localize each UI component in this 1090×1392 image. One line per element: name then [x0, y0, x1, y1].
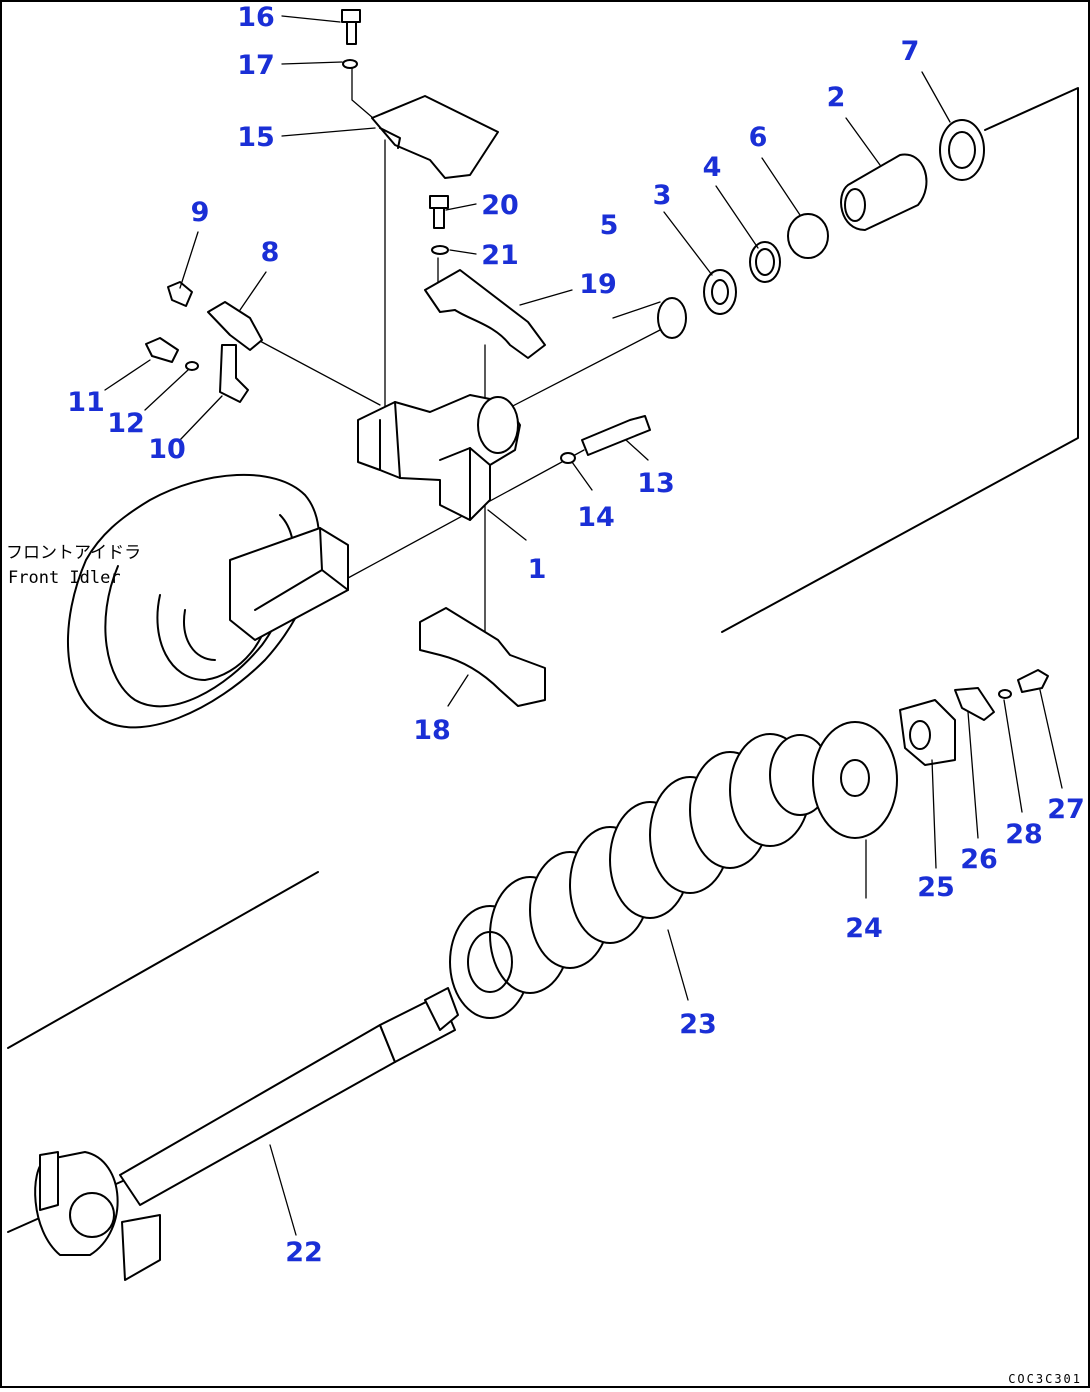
- recoil-spring: [449, 733, 831, 1019]
- washer-14: [560, 452, 576, 464]
- washer-21: [431, 245, 449, 255]
- grease-fitting-9: [167, 281, 193, 307]
- cover-plate: [371, 95, 499, 179]
- callout-12[interactable]: 12: [107, 408, 145, 439]
- callout-6[interactable]: 6: [749, 122, 768, 153]
- bolt-11: [145, 337, 179, 363]
- callout-8[interactable]: 8: [261, 237, 280, 268]
- label-english: Front Idler: [8, 568, 121, 588]
- bolt-13: [581, 415, 651, 456]
- callout-11[interactable]: 11: [67, 387, 105, 418]
- seal-3: [703, 269, 737, 315]
- callout-17[interactable]: 17: [237, 50, 275, 81]
- cap-18: [419, 607, 546, 707]
- callout-22[interactable]: 22: [285, 1237, 323, 1268]
- callout-5[interactable]: 5: [600, 210, 619, 241]
- bolt-20: [429, 195, 449, 229]
- callout-14[interactable]: 14: [577, 502, 615, 533]
- washer-28: [998, 689, 1012, 699]
- callout-1[interactable]: 1: [528, 554, 547, 585]
- callout-25[interactable]: 25: [917, 872, 955, 903]
- callout-9[interactable]: 9: [191, 197, 210, 228]
- snap-ring-5: [657, 297, 687, 339]
- washer-17: [342, 59, 358, 69]
- callout-21[interactable]: 21: [481, 240, 519, 271]
- label-japanese: フロントアイドラ: [6, 543, 141, 563]
- callout-27[interactable]: 27: [1047, 794, 1085, 825]
- front-idler-label: フロントアイドラ Front Idler: [6, 543, 141, 588]
- callout-7[interactable]: 7: [901, 36, 920, 67]
- callout-4[interactable]: 4: [703, 152, 722, 183]
- yoke-part: [357, 394, 521, 521]
- callout-19[interactable]: 19: [579, 269, 617, 300]
- cylinder-8: [207, 301, 263, 351]
- callout-28[interactable]: 28: [1005, 819, 1043, 850]
- callout-24[interactable]: 24: [845, 913, 883, 944]
- callout-10[interactable]: 10: [148, 434, 186, 465]
- cap-19: [424, 269, 546, 359]
- bracket-10: [219, 344, 249, 403]
- spring-seat-24: [812, 721, 898, 839]
- drawing-code: COC3C301: [1008, 1372, 1082, 1386]
- callout-23[interactable]: 23: [679, 1009, 717, 1040]
- recoil-cylinder-22: [7, 871, 459, 1281]
- callout-16[interactable]: 16: [237, 2, 275, 33]
- ring-7: [939, 119, 985, 181]
- bolt-16: [341, 9, 361, 45]
- washer-12: [185, 361, 199, 371]
- track-frame-outline: [721, 87, 1079, 633]
- lock-plate-26: [954, 687, 995, 721]
- callout-15[interactable]: 15: [237, 122, 275, 153]
- bolt-27: [1017, 669, 1049, 693]
- ring-4: [749, 241, 781, 283]
- callout-26[interactable]: 26: [960, 844, 998, 875]
- callout-18[interactable]: 18: [413, 715, 451, 746]
- bushing-6: [787, 213, 829, 259]
- callout-2[interactable]: 2: [827, 82, 846, 113]
- callout-labels: 16 17 15 20 21 19 9 8 11 12 10 5 3 4 6 2…: [67, 2, 1085, 1268]
- cylinder-2: [840, 153, 928, 231]
- callout-13[interactable]: 13: [637, 468, 675, 499]
- front-idler-wheel: [67, 473, 349, 729]
- callout-20[interactable]: 20: [481, 190, 519, 221]
- nut-25: [899, 699, 956, 766]
- leader-lines: [104, 15, 1063, 1236]
- callout-3[interactable]: 3: [653, 180, 672, 211]
